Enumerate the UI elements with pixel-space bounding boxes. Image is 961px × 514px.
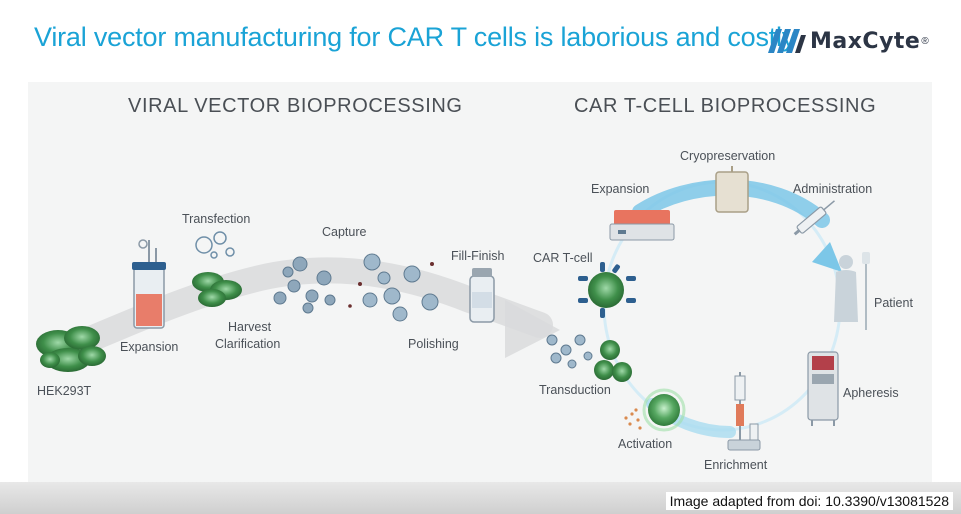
harvest-virus-cluster-icon [273, 256, 336, 314]
transduction-virus-icon [546, 334, 593, 369]
logo-registered-mark: ® [921, 35, 929, 47]
label-viral-expansion: Expansion [120, 340, 179, 354]
capture-virus-cluster-icon [362, 253, 439, 322]
vial-icon [469, 268, 495, 323]
slide-title: Viral vector manufacturing for CAR T cel… [34, 22, 796, 52]
label-activation: Activation [618, 437, 673, 451]
syringe-icon [793, 200, 835, 236]
impurity-dots-icon [348, 262, 434, 308]
label-polishing: Polishing [408, 337, 459, 351]
cryopreservation-bag-icon [715, 166, 749, 213]
maxcyte-logo-icon [768, 29, 806, 53]
label-patient: Patient [874, 296, 913, 310]
transduced-t-cells-icon [594, 340, 632, 382]
expansion-bioreactor-icon [609, 210, 675, 241]
label-fill-finish: Fill-Finish [451, 249, 505, 263]
car-t-section-title: CAR T-CELL BIOPROCESSING [574, 95, 877, 117]
patient-icon [834, 252, 870, 330]
enrichment-device-icon [727, 372, 761, 451]
activation-beads-icon [624, 408, 642, 430]
label-harvest: Harvest [228, 320, 272, 334]
maxcyte-logo: MaxCyte ® [768, 24, 929, 58]
label-cart-expansion: Expansion [591, 182, 650, 196]
image-credit: Image adapted from doi: 10.3390/v1308152… [665, 492, 953, 510]
label-hek293t: HEK293T [37, 384, 92, 398]
label-transduction: Transduction [539, 383, 611, 397]
apheresis-machine-icon [807, 351, 839, 426]
viral-vector-section-title: VIRAL VECTOR BIOPROCESSING [128, 95, 463, 117]
logo-text: MaxCyte [810, 28, 921, 54]
activation-cell-icon [642, 388, 686, 432]
hek293t-cells-icon [36, 326, 106, 372]
label-cryopreservation: Cryopreservation [680, 149, 776, 163]
label-enrichment: Enrichment [704, 458, 768, 472]
transfected-cells-icon [192, 272, 242, 307]
label-capture: Capture [322, 225, 367, 239]
label-car-t-cell: CAR T-cell [533, 251, 593, 265]
transfection-bubbles-icon [195, 231, 235, 259]
car-t-cell-icon [578, 262, 636, 318]
label-transfection: Transfection [182, 212, 251, 226]
label-administration: Administration [793, 182, 873, 196]
label-apheresis: Apheresis [843, 386, 899, 400]
bioreactor-icon [132, 239, 166, 329]
label-clarification: Clarification [215, 337, 281, 351]
